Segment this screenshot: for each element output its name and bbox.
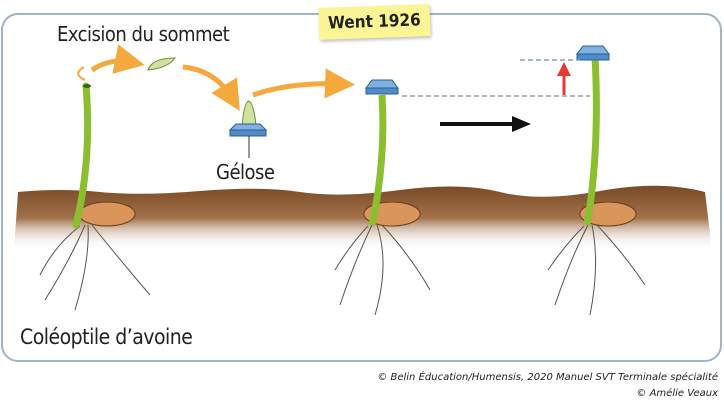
seed xyxy=(579,201,637,227)
cut-motion-icon xyxy=(77,66,86,81)
soil xyxy=(14,185,712,250)
coleoptile-stem xyxy=(583,55,600,226)
credit-illustrator: © Amélie Veaux xyxy=(636,388,718,399)
coleoptile-stem xyxy=(368,94,387,226)
seed xyxy=(78,201,136,227)
growth-arrow-icon xyxy=(557,62,571,76)
agar-block-icon xyxy=(576,45,610,55)
agar-block-icon xyxy=(365,79,399,89)
arrow-icon xyxy=(252,68,355,99)
agar-block-icon xyxy=(228,123,268,131)
title-tag: Went 1926 xyxy=(318,4,431,40)
excised-tip-icon xyxy=(147,57,176,71)
arrow-icon xyxy=(90,44,145,74)
coleoptile-stem xyxy=(72,82,92,229)
tip-on-agar-icon xyxy=(241,100,257,127)
frame xyxy=(1,13,722,362)
credit-publisher: © Belin Éducation/Humensis, 2020 Manuel … xyxy=(377,372,718,383)
cut-top-icon xyxy=(83,84,91,88)
excision-label: Excision du sommet xyxy=(57,22,230,46)
roots xyxy=(39,224,646,316)
gelose-label: Gélose xyxy=(216,160,275,184)
coleoptile-label: Coléoptile d’avoine xyxy=(20,325,193,349)
time-arrow-icon xyxy=(512,116,531,132)
arrow-icon xyxy=(182,64,240,111)
